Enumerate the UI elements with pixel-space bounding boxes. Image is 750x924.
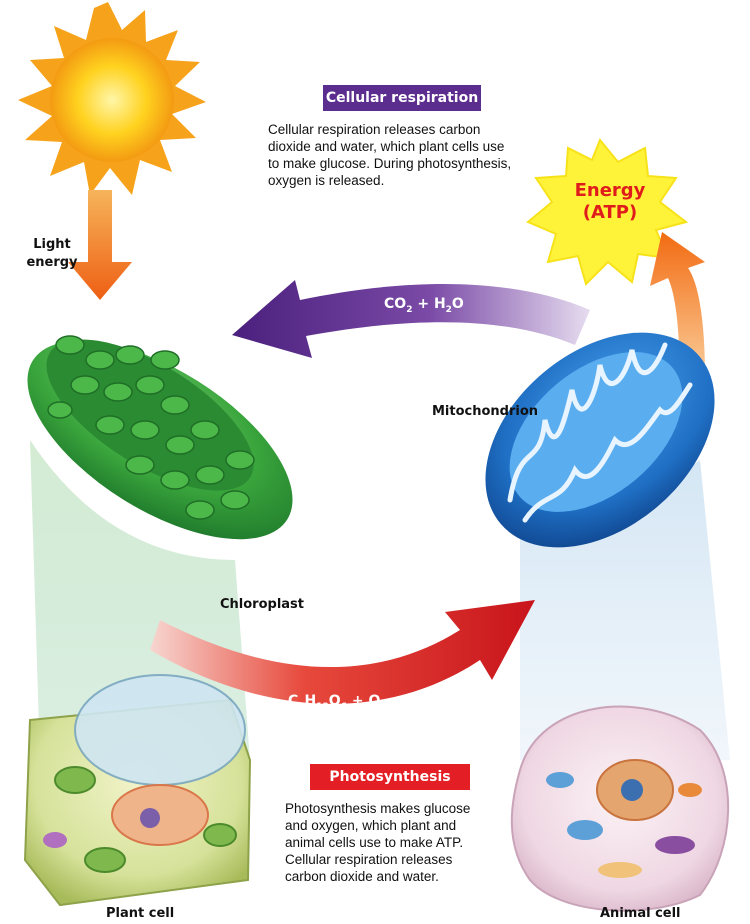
photosynthesis-line: Photosynthesis makes glucose — [285, 801, 471, 816]
formula-part: H — [433, 296, 446, 312]
formula-subscript: 2 — [380, 701, 387, 712]
formula-subscript: 2 — [406, 304, 413, 315]
light-energy-label: Light energy — [22, 236, 82, 272]
cellular-respiration-description: Cellular respiration releases carbon dio… — [268, 121, 568, 189]
formula-subscript: 6 — [340, 701, 347, 712]
animal-cell-text: Animal cell — [600, 906, 681, 921]
photosynthesis-line: and oxygen, which plant and — [285, 818, 457, 833]
mitochondrion-text: Mitochondrion — [432, 404, 539, 419]
photosynthesis-line: carbon dioxide and water. — [285, 869, 439, 884]
formula-part: O — [328, 693, 341, 709]
chloroplast — [27, 335, 293, 540]
sun — [18, 2, 206, 195]
animal-cell-label: Animal cell — [600, 906, 681, 921]
plant-cell — [23, 674, 252, 907]
formula-subscript: 2 — [445, 304, 452, 315]
cellular-respiration-line: to make glucose. During photosynthesis, — [268, 156, 512, 171]
energy-atp-label: Energy (ATP) — [570, 180, 650, 224]
formula-subscript: 12 — [316, 701, 329, 712]
cellular-respiration-badge: Cellular respiration — [323, 85, 481, 111]
photosynthesis-description: Photosynthesis makes glucose and oxygen,… — [285, 800, 515, 885]
formula-plus: + — [346, 693, 369, 709]
formula-plus: + — [412, 296, 434, 312]
formula-part: C — [288, 693, 299, 709]
light-energy-arrow — [68, 190, 132, 300]
cellular-respiration-line: dioxide and water, which plant cells use — [268, 139, 505, 154]
chloroplast-text: Chloroplast — [220, 597, 305, 612]
formula-part: O — [451, 296, 464, 312]
light-energy-text: Light energy — [26, 237, 78, 270]
chloroplast-label: Chloroplast — [220, 597, 304, 612]
photosynthesis-line: animal cells use to make ATP. — [285, 835, 464, 850]
glucose-o2-formula: C6H12O6 + O2 — [288, 693, 387, 712]
atp-text: (ATP) — [582, 202, 638, 223]
formula-subscript: 6 — [298, 701, 305, 712]
photosynthesis-line: Cellular respiration releases — [285, 852, 453, 867]
mitochondrion-label: Mitochondrion — [432, 404, 538, 419]
energy-starburst — [526, 138, 689, 286]
photosynthesis-badge: Photosynthesis — [310, 764, 470, 790]
cellular-respiration-title: Cellular respiration — [325, 90, 479, 106]
mitochondrion — [485, 332, 715, 548]
formula-part: O — [368, 693, 381, 709]
cellular-respiration-line: oxygen is released. — [268, 173, 385, 188]
co2-h2o-arrow — [232, 280, 590, 358]
animal-cell — [510, 705, 730, 912]
plant-cell-label: Plant cell — [106, 906, 174, 921]
energy-text: Energy — [574, 180, 646, 201]
glucose-o2-arrow — [150, 600, 535, 704]
co2-h2o-formula: CO2 + H2O — [384, 296, 464, 315]
cellular-respiration-line: Cellular respiration releases carbon — [268, 122, 481, 137]
plant-cell-text: Plant cell — [106, 906, 175, 921]
photosynthesis-title: Photosynthesis — [329, 769, 451, 785]
formula-part: CO — [384, 296, 407, 312]
formula-part: H — [304, 693, 317, 709]
